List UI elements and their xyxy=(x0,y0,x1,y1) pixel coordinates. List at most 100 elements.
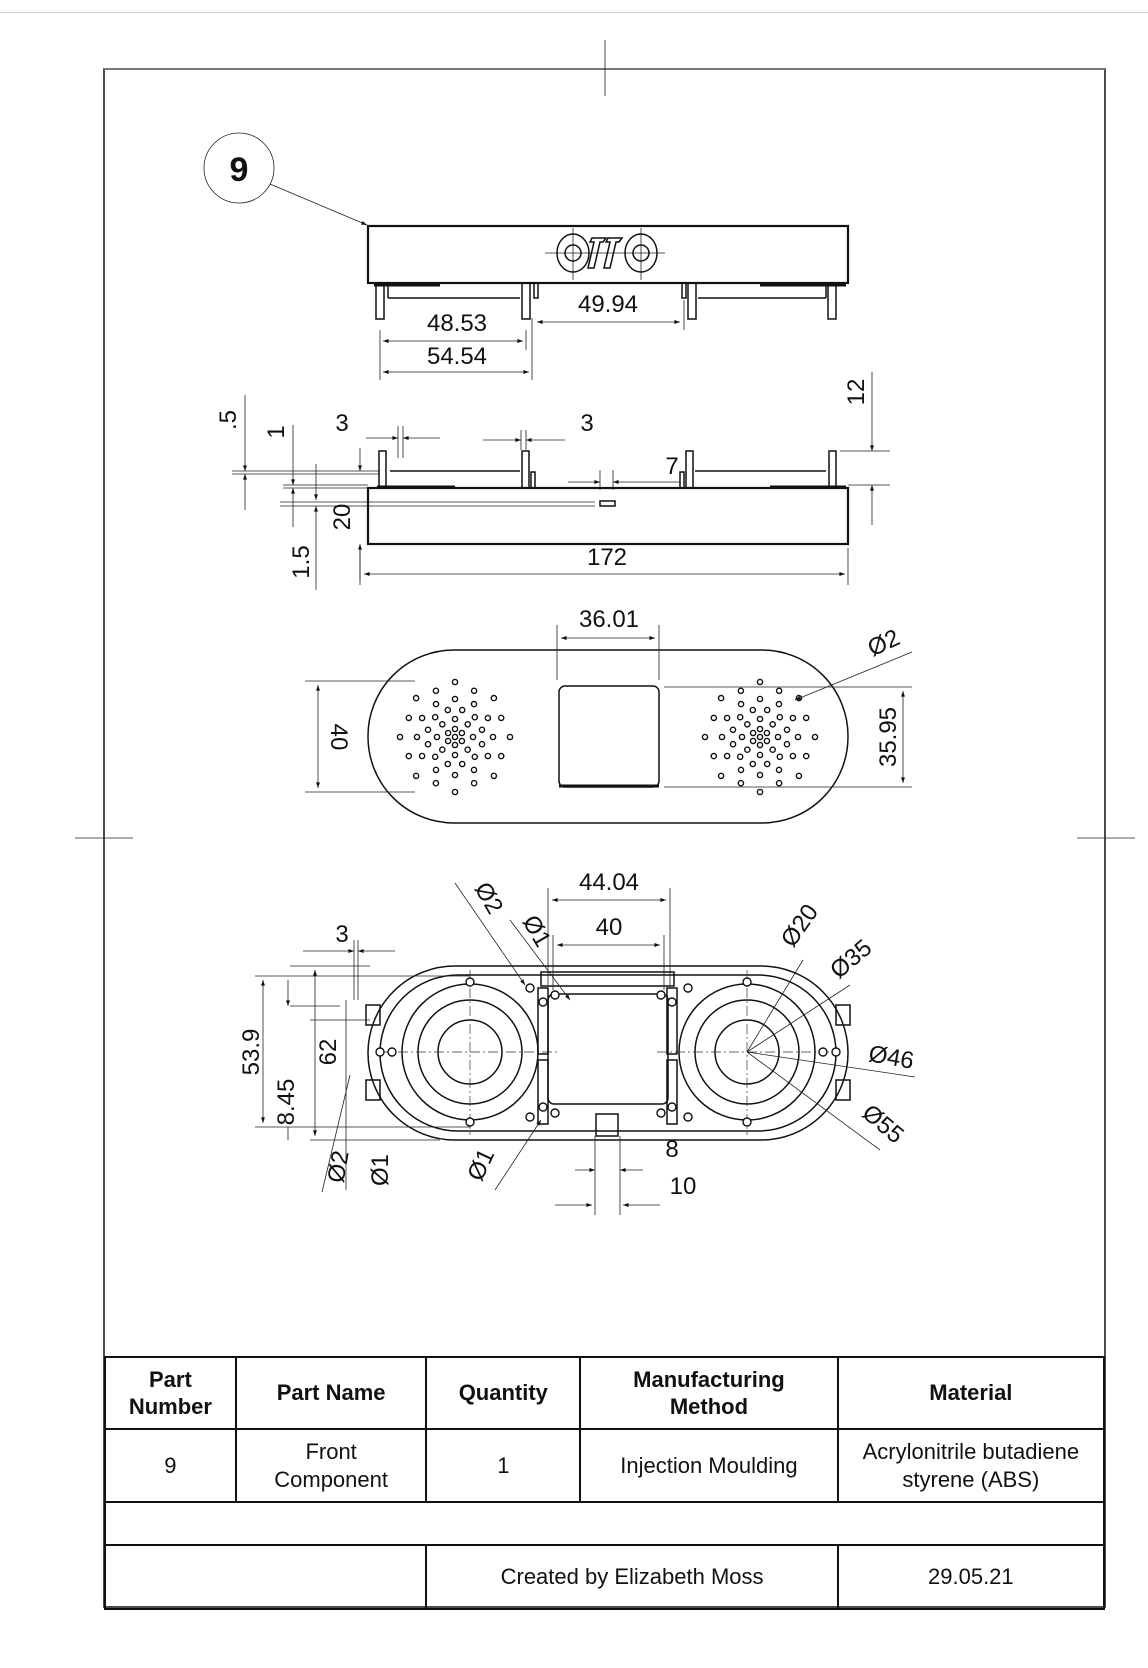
grille-hole xyxy=(478,726,486,734)
grille-hole xyxy=(701,733,709,741)
grille-hole xyxy=(775,766,783,774)
grille-hole xyxy=(763,706,771,714)
grille-hole xyxy=(412,694,420,702)
grille-hole xyxy=(444,760,452,768)
otto-logo-icon xyxy=(545,228,665,280)
dim-dia46: Ø46 xyxy=(867,1040,916,1074)
grille-hole xyxy=(775,700,783,708)
dim-dia2-bottom: Ø2 xyxy=(323,1149,355,1185)
grille-hole xyxy=(418,714,426,722)
cell-created-by: Created by Elizabeth Moss xyxy=(425,1544,839,1610)
title-block-blank-row xyxy=(104,1501,1105,1546)
grille-hole xyxy=(433,733,441,741)
dim-10: 10 xyxy=(670,1173,697,1200)
header-quantity: Quantity xyxy=(425,1356,582,1430)
grille-hole xyxy=(718,733,726,741)
grille-hole xyxy=(451,725,459,733)
grille-hole xyxy=(471,713,479,721)
grille-hole xyxy=(744,721,751,728)
grille-hole xyxy=(749,729,757,737)
grille-hole xyxy=(470,687,478,695)
cell-blank xyxy=(104,1501,1105,1546)
grille-hole xyxy=(737,766,745,774)
header-material: Material xyxy=(836,1356,1106,1430)
grille-hole xyxy=(451,788,459,796)
grille-hole xyxy=(431,713,439,721)
dim-dia55: Ø55 xyxy=(857,1099,909,1149)
balloon-label: 9 xyxy=(230,151,249,189)
title-block-footer-row: Created by Elizabeth Moss 29.05.21 xyxy=(103,1544,1106,1610)
grille-hole xyxy=(451,695,459,703)
dim-hole-dia: Ø2 xyxy=(864,624,904,662)
dim-172: 172 xyxy=(587,544,627,571)
grille-hole xyxy=(471,753,479,761)
dim-48-53: 48.53 xyxy=(427,310,487,337)
speaker-mount-right xyxy=(657,959,916,1151)
dim-40-bottom: 40 xyxy=(596,914,623,941)
grille-hole xyxy=(458,760,466,768)
grille-hole xyxy=(458,737,466,745)
grille-hole xyxy=(458,729,466,737)
screw-hole xyxy=(683,1112,693,1122)
grille-hole xyxy=(451,741,459,749)
grille-hole xyxy=(795,772,803,780)
grille-hole xyxy=(802,714,810,722)
page-top-rule xyxy=(0,12,1148,13)
dim-36-01: 36.01 xyxy=(579,606,639,633)
dim-1: 1 xyxy=(263,425,290,438)
dim-dia20: Ø20 xyxy=(776,899,824,952)
dim-dia35: Ø35 xyxy=(825,934,877,984)
grille-hole xyxy=(464,721,472,728)
cell-footer-empty xyxy=(103,1544,427,1610)
grille-hole xyxy=(484,752,492,760)
grille-hole xyxy=(729,726,737,734)
grille-hole xyxy=(756,715,764,723)
grille-hole xyxy=(717,772,725,780)
grille-hole xyxy=(489,733,497,741)
dim-35-95: 35.95 xyxy=(875,707,902,767)
grille-hole xyxy=(738,733,746,741)
screw-hole xyxy=(550,1108,560,1118)
screw-hole xyxy=(742,977,752,987)
grille-hole xyxy=(451,771,459,779)
dim-53-9: 53.9 xyxy=(238,1029,265,1076)
part-balloon: 9 xyxy=(203,132,368,226)
grille-hole xyxy=(451,715,459,723)
grille-hole xyxy=(464,746,472,754)
dim-8: 8 xyxy=(665,1136,678,1163)
grille-hole xyxy=(736,753,744,761)
screw-hole xyxy=(375,1047,385,1057)
grille-hole xyxy=(802,752,810,760)
grille-hole xyxy=(506,733,514,741)
display-frame xyxy=(537,971,678,1137)
grille-hole xyxy=(756,741,764,749)
grille-hole xyxy=(749,737,757,745)
grille-hole xyxy=(737,779,745,787)
dim-dia1-bottom: Ø1 xyxy=(367,1154,394,1186)
grille-hole xyxy=(763,760,771,768)
grille-hole xyxy=(756,725,764,733)
grille-hole xyxy=(405,752,413,760)
grille-hole xyxy=(756,751,764,759)
grille-hole xyxy=(396,733,404,741)
grille-hole xyxy=(451,678,459,686)
speaker-grille-right xyxy=(701,678,819,796)
grille-hole xyxy=(497,714,505,722)
screw-hole xyxy=(742,1117,752,1127)
grille-hole xyxy=(710,714,718,722)
dim-0-5: .5 xyxy=(215,410,242,430)
grille-hole xyxy=(723,714,731,722)
dim-40-top: 40 xyxy=(325,724,352,751)
grille-hole xyxy=(737,700,745,708)
dim-12: 12 xyxy=(843,379,870,406)
grille-hole xyxy=(438,721,446,728)
view-front: 49.94 48.53 54.54 xyxy=(366,224,850,380)
grille-hole xyxy=(775,687,783,695)
grille-hole xyxy=(470,779,478,787)
